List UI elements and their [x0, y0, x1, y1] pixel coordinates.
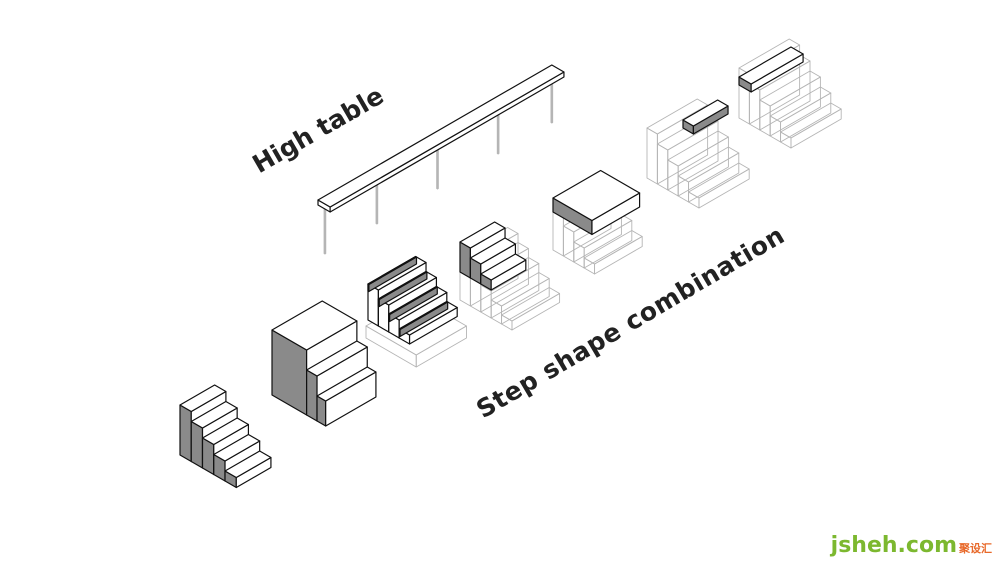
- riser-shade-top-face: [388, 285, 438, 316]
- riser-shade-top-face: [398, 300, 449, 331]
- table-top-top-face: [317, 64, 565, 208]
- stair-step-front-face: [511, 293, 561, 331]
- stair-step-front-face: [790, 108, 842, 149]
- stair-step-left-face: [780, 131, 792, 149]
- stair-step-left-face: [501, 314, 513, 331]
- stair-step-top-face: [677, 146, 740, 183]
- stair-step-top-face: [501, 287, 561, 322]
- stair-step-top-face: [469, 237, 517, 265]
- stair-step-front-face: [594, 236, 643, 275]
- top-slab-top-face: [738, 46, 804, 85]
- stair-step-top-face: [646, 98, 709, 135]
- stair-step-front-face: [769, 76, 821, 137]
- stair-step-top-face: [190, 400, 238, 429]
- stair-step-left-face: [190, 420, 204, 469]
- stair-step-left-face: [688, 191, 700, 209]
- stair-step-top-face: [688, 162, 750, 199]
- stair-step-top-face: [213, 433, 261, 462]
- table-leg-front-face: [324, 208, 327, 255]
- stair-step-top-face: [201, 417, 250, 446]
- slab-top-face: [552, 169, 641, 222]
- watermark-logo: jsheh.com 聚设汇: [831, 533, 992, 558]
- stair-step-top-face: [759, 70, 821, 107]
- stair-step-top-face: [769, 86, 832, 123]
- stair-step-front-face: [698, 168, 750, 209]
- stair-step-top-face: [179, 384, 227, 413]
- stair-step-top-face: [224, 450, 272, 479]
- riser-shade-top-face: [367, 255, 418, 286]
- solid-block-step-top-face: [316, 366, 377, 402]
- stair-step-top-face: [780, 102, 842, 139]
- stair-step-left-face: [573, 241, 585, 269]
- solid-block-step-left-face: [306, 369, 318, 422]
- riser-shade-top-face: [377, 270, 428, 301]
- stair-step-top-face: [583, 230, 643, 265]
- stair-step-left-face: [179, 404, 192, 463]
- stair-step-top-face: [459, 221, 506, 249]
- stair-step-front-face: [677, 136, 729, 197]
- stair-step-left-face: [583, 257, 596, 275]
- stair-step-left-face: [646, 127, 658, 185]
- solid-block-step-top-face: [306, 340, 368, 377]
- stair-step-left-face: [677, 175, 690, 203]
- stair-step-top-face: [738, 38, 801, 75]
- solid-block-top-face: [271, 300, 358, 351]
- stair-step-top-face: [490, 272, 550, 307]
- watermark-brand: jsheh.com: [830, 533, 957, 558]
- dark-slab-top-face: [682, 99, 729, 127]
- stair-step-left-face: [490, 299, 503, 325]
- stair-step-top-face: [480, 253, 527, 281]
- watermark-chinese: 聚设汇: [959, 542, 992, 555]
- stair-step-left-face: [769, 115, 782, 143]
- stair-step-top-face: [667, 130, 729, 167]
